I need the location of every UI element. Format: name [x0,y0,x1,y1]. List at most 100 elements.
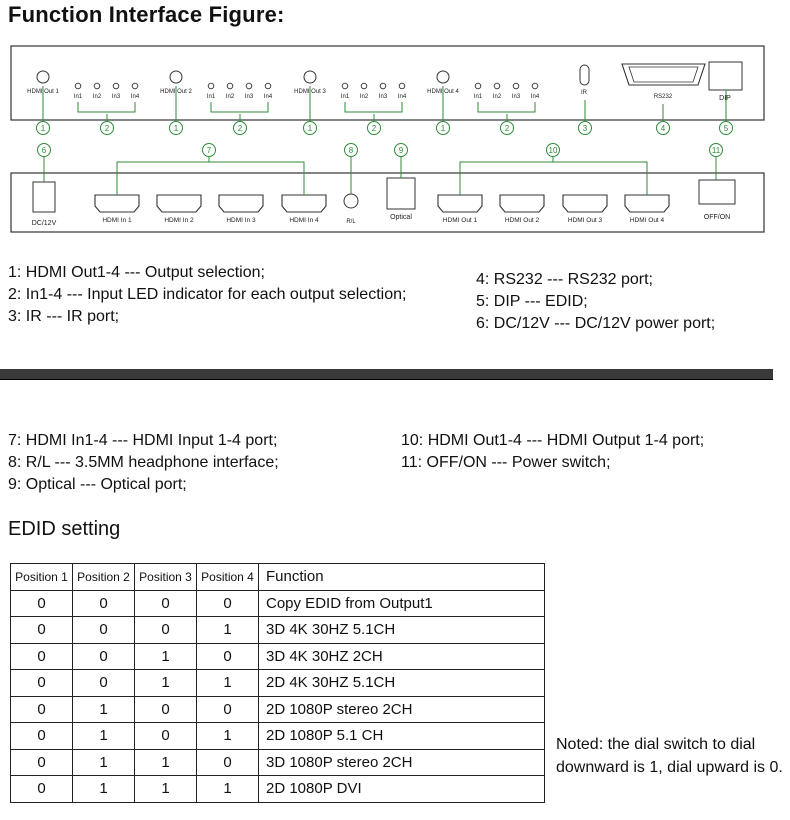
position-cell: 0 [72,589,135,617]
column-header: Position 1 [10,563,73,591]
position-cell: 0 [10,775,73,803]
description-list-2: 4: RS232 --- RS232 port; 5: DIP --- EDID… [476,268,715,334]
hdmi-in-port-label: HDMI In 2 [164,217,194,224]
front-callout [100,121,114,135]
function-cell: 2D 1080P DVI [258,775,545,803]
input-led [207,82,215,90]
function-cell: 3D 4K 30HZ 5.1CH [258,616,545,644]
position-cell: 0 [10,642,73,670]
rear-callout [202,143,216,157]
hdmi-in-port [281,194,327,213]
position-cell: 1 [72,722,135,750]
hdmi-out-port-label: HDMI Out 1 [443,217,478,224]
position-cell: 1 [196,616,259,644]
input-led-label: In1 [341,94,350,100]
position-cell: 0 [196,695,259,723]
front-callout [578,121,592,135]
front-callout-number: 1 [174,124,179,133]
front-callout [719,121,733,135]
front-callout [656,121,670,135]
hdmi-out-port [624,194,670,213]
dial-note: Noted: the dial switch to dial downward … [556,736,783,776]
function-cell: 2D 4K 30HZ 5.1CH [258,669,545,697]
front-callout-number: 2 [105,124,110,133]
position-cell: 0 [134,695,197,723]
dc-label: DC/12V [32,220,57,227]
hdmi-out-port-label: HDMI Out 3 [568,217,603,224]
front-callout-number: 1 [308,124,313,133]
hdmi-out-port-label: HDMI Out 4 [630,217,665,224]
front-callout-number: 2 [372,124,377,133]
position-cell: 1 [72,775,135,803]
position-cell: 0 [196,748,259,776]
hdmi-in-port-label: HDMI In 1 [102,217,132,224]
input-led-label: In2 [93,94,102,100]
column-header: Position 2 [72,563,135,591]
rs232-label: RS232 [654,94,673,100]
position-cell: 1 [134,642,197,670]
input-led-label: In3 [112,94,121,100]
position-cell: 0 [10,616,73,644]
column-header: Function [258,563,545,591]
input-led-label: In2 [226,94,235,100]
position-cell: 0 [72,616,135,644]
hdmi-in-port-label: HDMI In 4 [289,217,319,224]
power-label: OFF/ON [704,214,730,221]
position-cell: 1 [196,722,259,750]
input-led-label: In4 [398,94,407,100]
function-cell: 2D 1080P 5.1 CH [258,722,545,750]
input-led [93,82,101,90]
description-item: 1: HDMI Out1-4 --- Output selection; [8,264,265,281]
input-led-label: In4 [531,94,540,100]
input-led-label: In1 [74,94,83,100]
description-item: 2: In1-4 --- Input LED indicator for eac… [8,286,407,303]
input-led-label: In3 [245,94,254,100]
description-item: 4: RS232 --- RS232 port; [476,271,653,288]
optical-port [386,177,416,210]
dip-switch [708,61,743,91]
position-cell: 1 [134,775,197,803]
front-callout-number: 5 [724,124,729,133]
function-cell: 3D 1080P stereo 2CH [258,748,545,776]
description-item: 7: HDMI In1-4 --- HDMI Input 1-4 port; [8,432,278,449]
position-cell: 0 [10,695,73,723]
power-switch [698,179,736,205]
description-item: 5: DIP --- EDID; [476,293,588,310]
position-cell: 0 [72,642,135,670]
edid-section-title: EDID setting [8,518,121,540]
front-callout [367,121,381,135]
edid-table: Position 1 Position 2 Position 3 Positio… [10,563,545,803]
front-callout-number: 2 [505,124,510,133]
position-cell: 0 [134,589,197,617]
position-cell: 0 [72,669,135,697]
input-led [398,82,406,90]
rear-callout [394,143,408,157]
position-cell: 1 [72,695,135,723]
position-cell: 0 [196,642,259,670]
rear-callout [344,143,358,157]
function-cell: 3D 4K 30HZ 2CH [258,642,545,670]
function-cell: Copy EDID from Output1 [258,589,545,617]
optical-label: Optical [390,214,412,221]
rear-callout-number: 6 [42,146,47,155]
hdmi-in-port [156,194,202,213]
front-callout [36,121,50,135]
rl-label: R/L [346,219,356,225]
description-item: 10: HDMI Out1-4 --- HDMI Output 1-4 port… [401,432,705,449]
input-led-label: In3 [512,94,521,100]
position-cell: 1 [134,748,197,776]
rear-callout [37,143,51,157]
input-led-label: In1 [207,94,216,100]
hdmi-in-port [218,194,264,213]
position-cell: 0 [134,616,197,644]
column-header: Position 3 [134,563,197,591]
front-callout-number: 2 [238,124,243,133]
position-cell: 0 [10,589,73,617]
front-callout [303,121,317,135]
description-list-4: 10: HDMI Out1-4 --- HDMI Output 1-4 port… [401,429,704,473]
front-callout [169,121,183,135]
